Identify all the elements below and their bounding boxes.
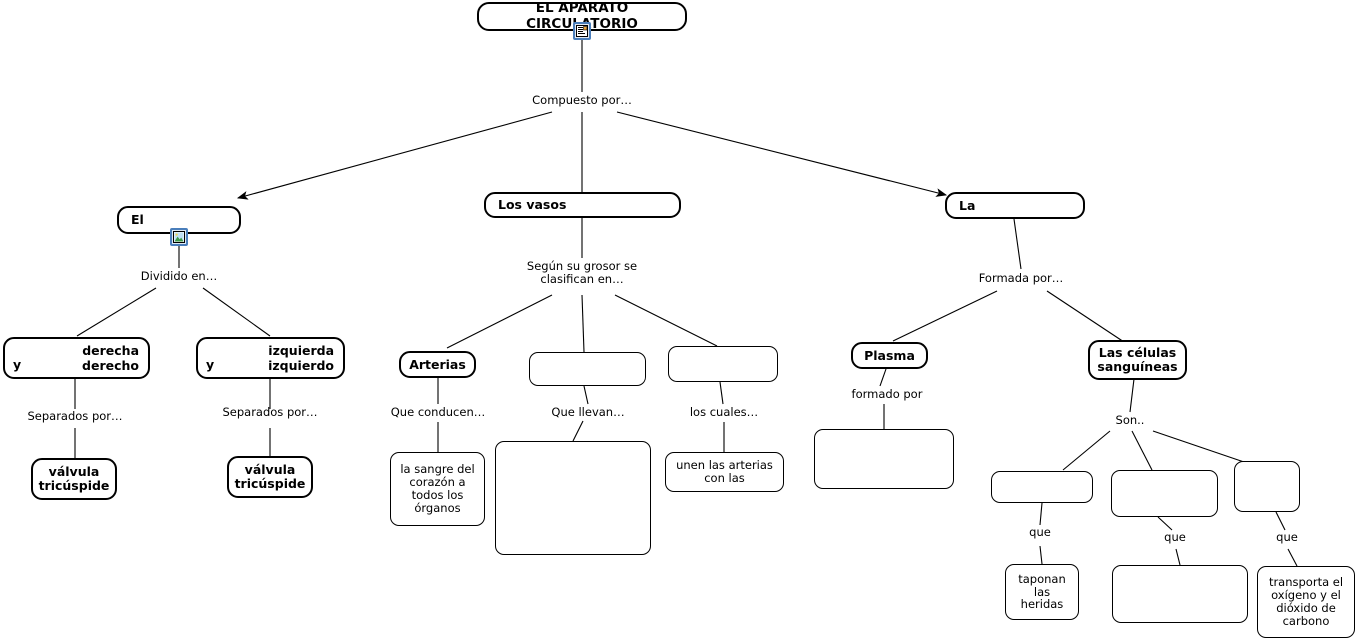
link-label-separados-por-1: Separados por… bbox=[27, 409, 123, 423]
node-vasos-empty-2[interactable] bbox=[668, 346, 778, 382]
edge-la-to-formada bbox=[1013, 218, 1022, 270]
edge-que3-to-transporta bbox=[1287, 548, 1298, 567]
node-valvula-tricuspide-2[interactable]: válvula tricúspide bbox=[227, 456, 313, 498]
node-arterias-label: Arterias bbox=[409, 356, 466, 372]
edge-plasma-to-formado bbox=[879, 368, 887, 387]
node-vasos-empty-1[interactable] bbox=[529, 352, 646, 386]
node-lado-izquierdo-rhs: izquierda izquierdo bbox=[268, 343, 334, 373]
edge-cempty2-to-que2 bbox=[1157, 516, 1173, 531]
edge-empty2-to-loscuales bbox=[719, 381, 724, 405]
link-label-segun-grosor: Según su grosor se clasifican en… bbox=[526, 259, 638, 287]
edge-dividido-to-derecho bbox=[76, 287, 157, 337]
node-celula-empty-2[interactable] bbox=[1111, 470, 1218, 517]
edge-son-to-cempty1 bbox=[1062, 430, 1111, 471]
node-celulas-sanguineas-label: Las células sanguíneas bbox=[1097, 345, 1178, 374]
node-plasma-label: Plasma bbox=[864, 347, 915, 363]
node-transporta-oxigeno-label: transporta el oxígeno y el dióxido de ca… bbox=[1268, 575, 1344, 628]
node-los-vasos[interactable]: Los vasos bbox=[484, 192, 681, 218]
link-label-formada-por: Formada por… bbox=[978, 271, 1064, 285]
edge-compuesto-to-la bbox=[616, 111, 948, 197]
notes-icon[interactable] bbox=[573, 22, 591, 40]
link-label-son: Son.. bbox=[1115, 413, 1145, 427]
node-sangre-organos[interactable]: la sangre del corazón a todos los órgano… bbox=[390, 452, 485, 526]
edge-segun-to-arterias bbox=[446, 294, 553, 349]
node-el-corazon-label: El bbox=[131, 212, 144, 227]
edge-empty1-to-quellevan bbox=[583, 385, 589, 405]
edge-que2-to-cleafempty bbox=[1175, 548, 1181, 566]
node-celula-empty-3[interactable] bbox=[1234, 461, 1300, 512]
edge-segun-to-empty1 bbox=[581, 294, 585, 353]
link-label-los-cuales: los cuales… bbox=[689, 405, 759, 419]
link-label-que-3: que bbox=[1276, 530, 1298, 544]
node-lado-izquierdo-lhs: y bbox=[206, 357, 215, 372]
link-label-que-llevan: Que llevan… bbox=[551, 405, 625, 419]
link-label-dividido-en: Dividido en… bbox=[140, 269, 218, 283]
node-plasma-empty[interactable] bbox=[814, 429, 954, 489]
edge-dividido-to-izquierdo bbox=[202, 287, 271, 337]
node-lado-derecho-lhs: y bbox=[13, 357, 22, 372]
node-taponan-heridas[interactable]: taponan las heridas bbox=[1005, 564, 1079, 620]
link-label-separados-por-2: Separados por… bbox=[222, 405, 318, 419]
node-llevan-empty[interactable] bbox=[495, 441, 651, 555]
edge-son-to-cempty2 bbox=[1131, 430, 1153, 471]
node-transporta-oxigeno[interactable]: transporta el oxígeno y el dióxido de ca… bbox=[1257, 566, 1355, 638]
node-valvula-tricuspide-2-label: válvula tricúspide bbox=[234, 462, 306, 491]
node-la-sangre[interactable]: La bbox=[945, 192, 1085, 219]
edge-cempty3-to-que3 bbox=[1275, 511, 1286, 531]
node-celulas-sanguineas[interactable]: Las células sanguíneas bbox=[1088, 340, 1187, 380]
edge-celulas-to-son bbox=[1129, 378, 1135, 413]
link-label-formado-por: formado por bbox=[851, 387, 923, 401]
link-label-que-1: que bbox=[1029, 525, 1051, 539]
edge-que1-to-taponan bbox=[1039, 545, 1043, 565]
node-unen-arterias[interactable]: unen las arterias con las bbox=[665, 452, 784, 492]
edge-segun-to-empty2 bbox=[614, 294, 718, 347]
node-lado-derecho[interactable]: y derecha derecho bbox=[3, 337, 150, 379]
edge-cempty1-to-que1 bbox=[1039, 502, 1043, 526]
image-icon[interactable] bbox=[170, 228, 188, 246]
node-la-sangre-label: La bbox=[959, 197, 976, 213]
node-unen-arterias-label: unen las arterias con las bbox=[676, 458, 773, 485]
node-valvula-tricuspide-1-label: válvula tricúspide bbox=[38, 464, 110, 493]
node-lado-derecho-rhs: derecha derecho bbox=[82, 343, 139, 373]
node-los-vasos-label: Los vasos bbox=[498, 197, 567, 212]
node-celula-leaf-empty[interactable] bbox=[1112, 565, 1248, 623]
link-label-que-2: que bbox=[1164, 530, 1186, 544]
node-celula-empty-1[interactable] bbox=[991, 471, 1093, 503]
edge-formada-to-plasma bbox=[892, 290, 998, 342]
edge-compuesto-to-el bbox=[236, 111, 553, 200]
node-valvula-tricuspide-1[interactable]: válvula tricúspide bbox=[31, 458, 117, 500]
node-plasma[interactable]: Plasma bbox=[851, 342, 928, 369]
node-sangre-organos-label: la sangre del corazón a todos los órgano… bbox=[400, 462, 475, 515]
edge-son-to-cempty3 bbox=[1152, 430, 1245, 463]
link-label-que-conducen: Que conducen… bbox=[390, 405, 486, 419]
node-taponan-heridas-label: taponan las heridas bbox=[1018, 571, 1066, 612]
edge-formada-to-celulas bbox=[1046, 290, 1125, 343]
node-arterias[interactable]: Arterias bbox=[399, 351, 476, 378]
edge-quellevan-to-emptybox bbox=[572, 420, 584, 442]
link-label-compuesto-por: Compuesto por… bbox=[532, 93, 632, 107]
node-lado-izquierdo[interactable]: y izquierda izquierdo bbox=[196, 337, 345, 379]
